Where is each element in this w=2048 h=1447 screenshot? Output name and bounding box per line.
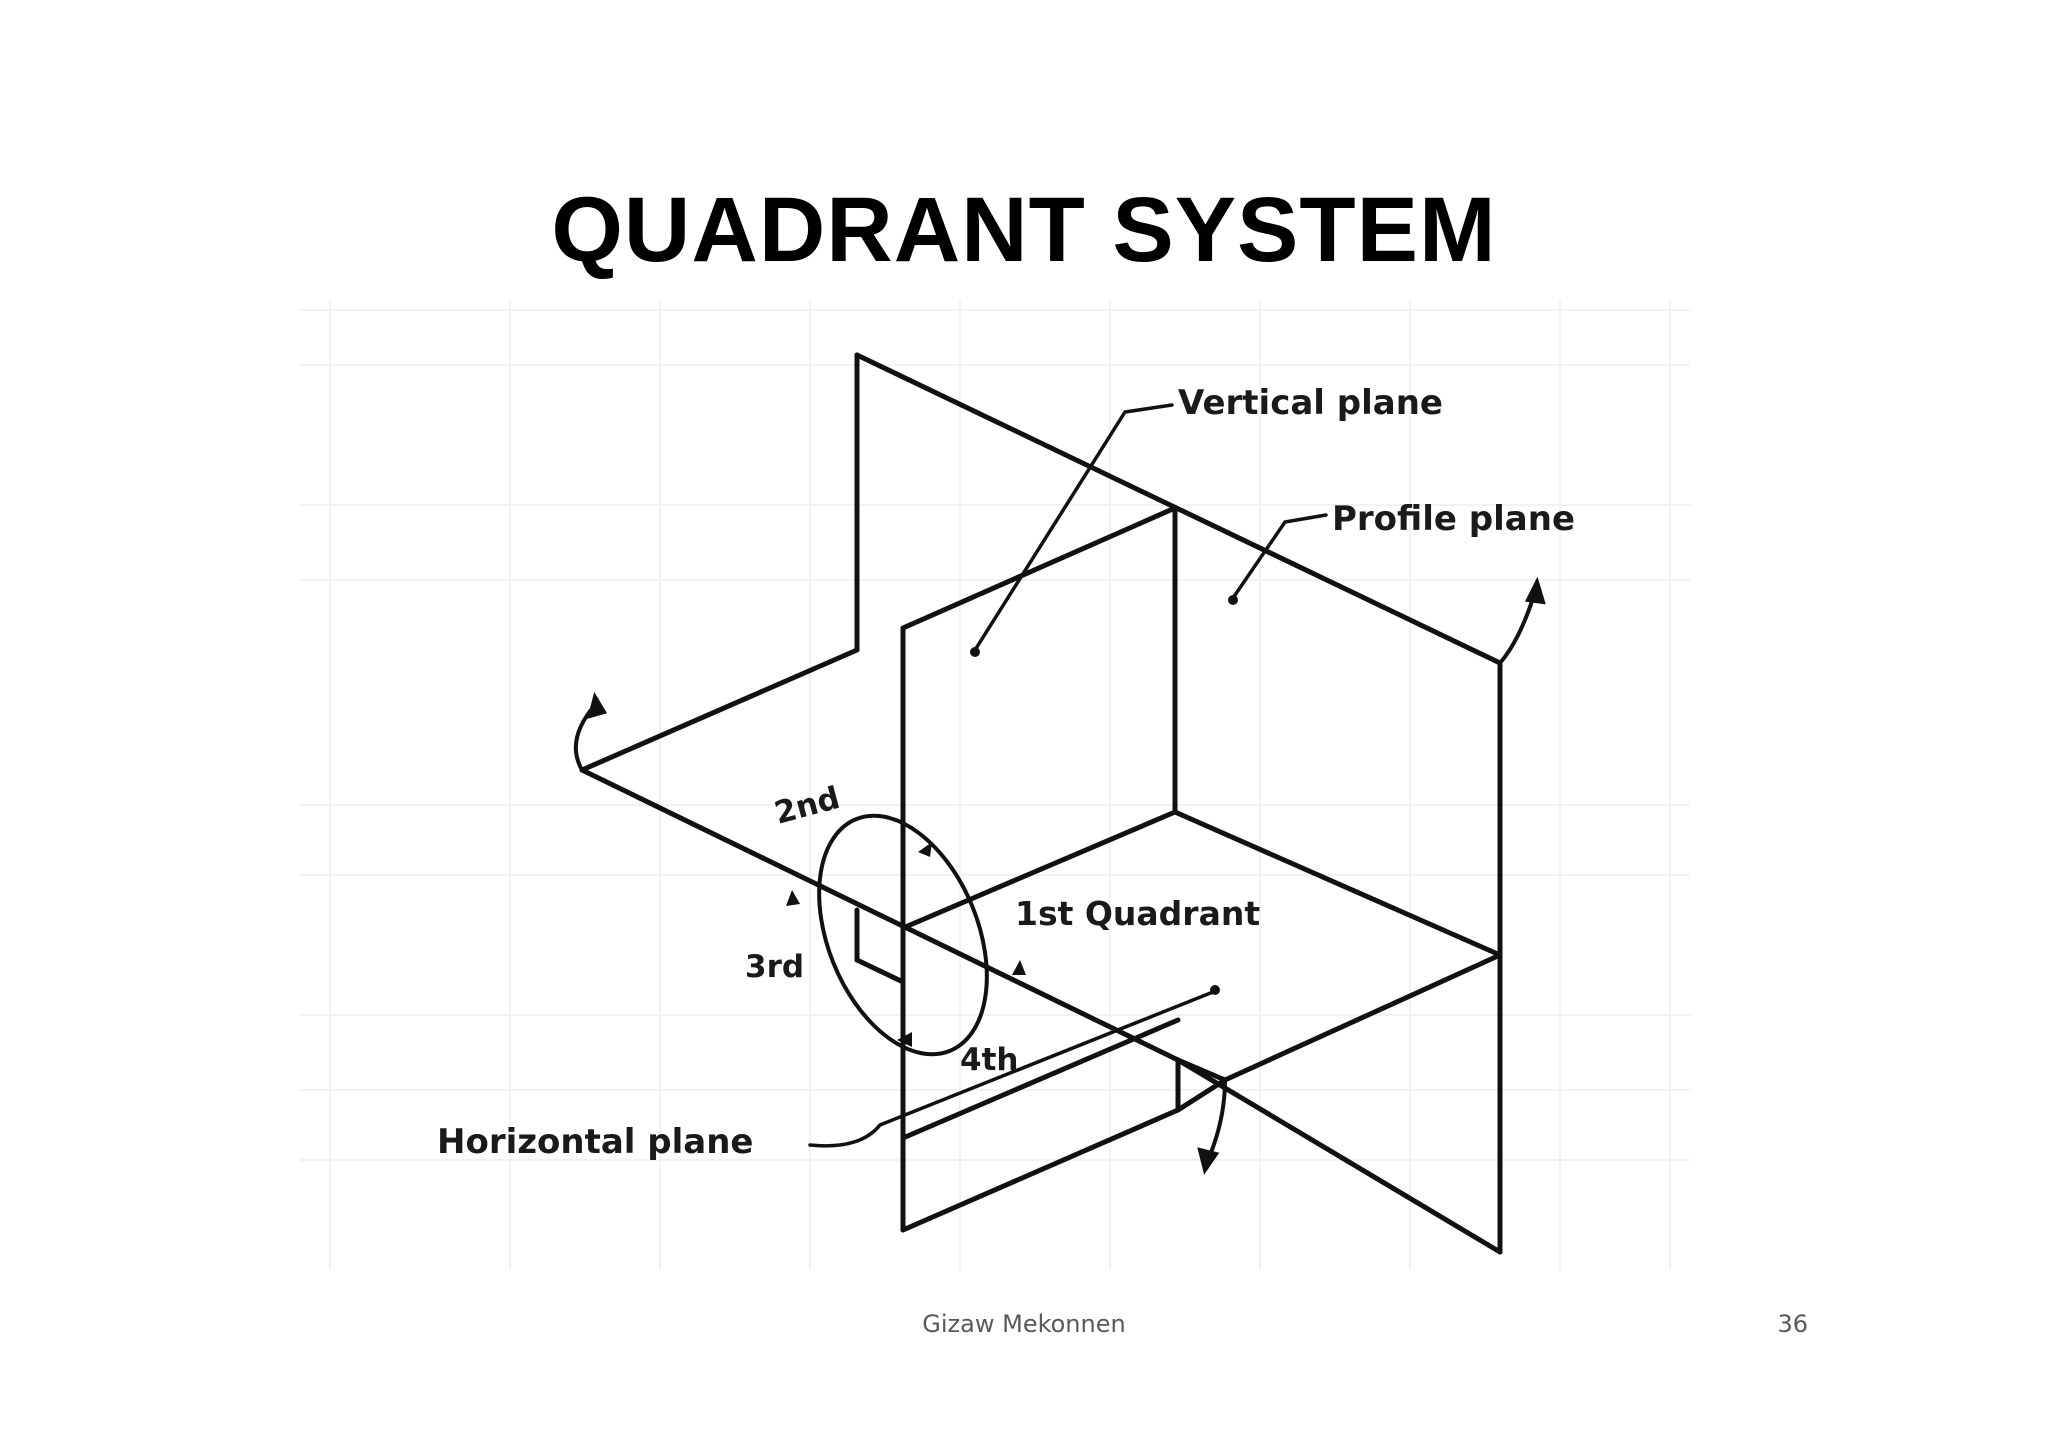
fourth-quadrant-label: 4th [960, 1042, 1018, 1078]
vertical-plane-label: Vertical plane [1178, 383, 1443, 423]
first-quadrant-label: 1st Quadrant [1015, 894, 1260, 933]
rotation-arrows [573, 576, 1546, 1175]
horizontal-plane [579, 647, 1503, 1113]
leader-lines [808, 403, 1328, 1148]
background-grid [300, 300, 1690, 1270]
footer-author: Gizaw Mekonnen [922, 1310, 1126, 1338]
leader-dots [970, 595, 1238, 995]
quadrant-rotation-ellipse [786, 813, 1026, 1057]
slide-title: QUADRANT SYSTEM [551, 179, 1497, 281]
profile-plane-label: Profile plane [1332, 499, 1575, 539]
page-number: 36 [1777, 1310, 1808, 1338]
horizontal-plane-label: Horizontal plane [437, 1122, 753, 1162]
profile-plane [854, 505, 1503, 1233]
second-quadrant-label: 2nd [771, 780, 844, 832]
third-quadrant-label: 3rd [745, 949, 804, 985]
